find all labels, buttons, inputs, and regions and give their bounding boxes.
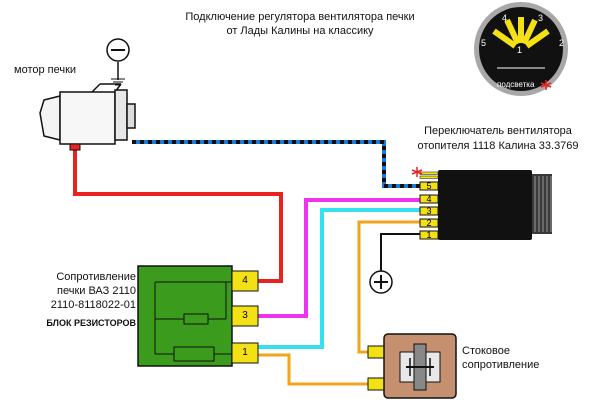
stock-resistor xyxy=(367,333,457,399)
dial-position-4: 4 xyxy=(502,13,508,23)
switch-label: Переключатель вентилятора отопителя 1118… xyxy=(408,124,588,154)
orange-wire-switch xyxy=(357,220,420,354)
switch-pin-1 xyxy=(419,230,439,240)
plus-circle-icon xyxy=(369,270,393,294)
orange-wire-resistor xyxy=(258,353,372,386)
stock-label-line-1: Стоковое xyxy=(462,345,510,357)
switch-pin-2 xyxy=(419,218,439,228)
switch-pin-4 xyxy=(419,194,439,204)
resistor-terminal-3-label: 3 xyxy=(242,310,248,321)
dial-position-1: 1 xyxy=(517,45,523,55)
switch-pin-3 xyxy=(419,206,439,216)
stock-label-line-2: сопротивление xyxy=(462,359,540,371)
red-wire xyxy=(73,148,283,283)
switch-pin-2-label: 2 xyxy=(426,218,432,228)
dial-position-5: 5 xyxy=(481,38,487,48)
switch-dial xyxy=(474,2,568,96)
title-line-2: от Лады Калины на классику xyxy=(226,25,374,37)
resistor-block-label: Сопротивление печки ВАЗ 2110 2110-811802… xyxy=(12,270,136,330)
resistor-terminal-4 xyxy=(231,270,259,292)
resistor-terminal-1 xyxy=(231,342,259,364)
dial-backlight-label: подсветка xyxy=(497,80,535,89)
heater-motor xyxy=(39,83,136,151)
dial-asterisk-icon xyxy=(540,80,552,90)
resistor-label-line-3: 2110-8118022-01 xyxy=(50,299,136,311)
switch-label-line-2: отопителя 1118 Калина 33.3769 xyxy=(417,140,579,152)
switch-pin-5-label: 5 xyxy=(426,181,432,191)
resistor-label-line-2: печки ВАЗ 2110 xyxy=(57,285,136,297)
resistor-label-line-1: Сопротивление xyxy=(56,271,136,283)
switch-label-line-1: Переключатель вентилятора xyxy=(424,125,572,137)
black-wire-power xyxy=(380,233,420,272)
dial-position-2: 2 xyxy=(559,38,565,48)
resistor-terminal-1-label: 1 xyxy=(242,347,248,358)
diagram-title: Подключение регулятора вентилятора печки… xyxy=(170,10,430,38)
minus-circle-icon xyxy=(106,38,130,62)
resistor-block xyxy=(137,265,259,367)
switch-pin-3-label: 3 xyxy=(426,206,432,216)
magenta-wire xyxy=(258,198,420,318)
switch-pin-5 xyxy=(419,181,439,191)
blue-black-wire xyxy=(132,140,420,188)
stock-resistor-label: Стоковое сопротивление xyxy=(462,344,562,372)
motor-label: мотор печки xyxy=(14,64,77,76)
title-line-1: Подключение регулятора вентилятора печки xyxy=(185,11,415,23)
resistor-terminal-3 xyxy=(231,305,259,327)
switch-pin-4-label: 4 xyxy=(426,194,432,204)
resistor-terminal-4-label: 4 xyxy=(242,275,248,286)
dial-position-3: 3 xyxy=(538,13,544,23)
switch-pin-1-label: 1 xyxy=(426,230,432,240)
cyan-wire xyxy=(258,208,420,349)
resistor-block-caption: БЛОК РЕЗИСТОРОВ xyxy=(46,318,136,328)
fan-switch xyxy=(419,170,552,240)
asterisk-icon xyxy=(411,167,423,177)
